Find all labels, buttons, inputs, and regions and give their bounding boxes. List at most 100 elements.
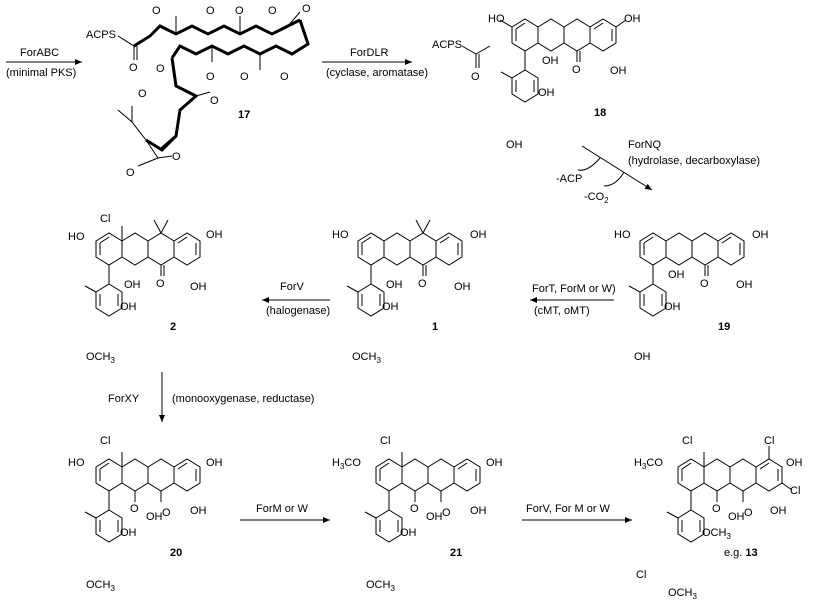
svg-text:HO: HO bbox=[68, 457, 85, 469]
svg-text:OH: OH bbox=[668, 269, 685, 281]
svg-text:OH: OH bbox=[736, 279, 753, 291]
svg-text:OH: OH bbox=[634, 351, 651, 363]
svg-text:OH: OH bbox=[400, 527, 417, 539]
svg-text:O: O bbox=[138, 88, 147, 100]
och3-13b: OCH3 bbox=[668, 587, 697, 601]
och3-21: OCH3 bbox=[366, 579, 395, 593]
step-forv: ForV (halogenase) bbox=[262, 281, 330, 317]
svg-text:O: O bbox=[156, 278, 165, 290]
svg-text:O: O bbox=[471, 71, 480, 83]
svg-text:OH: OH bbox=[664, 301, 681, 313]
svg-text:O: O bbox=[572, 64, 581, 76]
svg-text:OH: OH bbox=[386, 279, 403, 291]
svg-text:O: O bbox=[442, 507, 451, 519]
compound-18-structure: O bbox=[499, 18, 627, 103]
svg-text:Cl: Cl bbox=[636, 569, 646, 581]
svg-text:O: O bbox=[162, 507, 171, 519]
svg-text:OH: OH bbox=[470, 229, 487, 241]
svg-text:HO: HO bbox=[332, 229, 349, 241]
compound-2-structure: O bbox=[84, 219, 201, 317]
svg-text:HO: HO bbox=[614, 229, 631, 241]
enzyme-forv: ForV bbox=[280, 281, 305, 293]
svg-text:O: O bbox=[280, 71, 289, 83]
svg-text:O: O bbox=[744, 507, 753, 519]
step-fordlr: ForDLR (cyclase, aromatase) bbox=[322, 47, 428, 79]
svg-text:OH: OH bbox=[610, 65, 627, 77]
svg-text:OH: OH bbox=[190, 505, 207, 517]
svg-text:OH: OH bbox=[124, 279, 141, 291]
enzyme-forxy: ForXY bbox=[108, 393, 140, 405]
svg-text:O: O bbox=[410, 503, 419, 515]
compound-21-number: 21 bbox=[450, 547, 462, 559]
svg-text:OH: OH bbox=[542, 55, 559, 67]
h3co-21: H3CO bbox=[332, 457, 361, 471]
compound-21-structure bbox=[364, 452, 481, 543]
svg-text:HO: HO bbox=[488, 13, 505, 25]
step-form: ForM or W bbox=[240, 503, 330, 523]
svg-text:Cl: Cl bbox=[764, 435, 774, 447]
enzyme-fort: ForT, ForM or W) bbox=[532, 283, 616, 295]
svg-text:OH: OH bbox=[470, 505, 487, 517]
compound-18-number: 18 bbox=[594, 107, 606, 119]
svg-text:OH: OH bbox=[454, 281, 471, 293]
svg-text:OH: OH bbox=[486, 457, 503, 469]
enzyme-forv-form: ForV, For M or W bbox=[526, 503, 611, 515]
svg-text:O: O bbox=[302, 3, 311, 15]
enzyme-fordlr: ForDLR bbox=[350, 47, 389, 59]
svg-text:OH: OH bbox=[120, 301, 137, 313]
svg-text:Cl: Cl bbox=[682, 435, 692, 447]
svg-text:OH: OH bbox=[770, 505, 787, 517]
svg-text:O: O bbox=[268, 5, 277, 17]
enzyme-form: ForM or W bbox=[256, 503, 309, 515]
svg-text:O: O bbox=[129, 62, 138, 74]
compound-17-structure: ACPS O O O O O O O O O O O O O O 17 bbox=[86, 3, 311, 179]
svg-text:OH: OH bbox=[506, 139, 523, 151]
svg-text:Cl: Cl bbox=[100, 213, 110, 225]
svg-text:Cl: Cl bbox=[100, 435, 110, 447]
svg-text:O: O bbox=[240, 71, 249, 83]
svg-text:O: O bbox=[418, 278, 427, 290]
svg-text:O: O bbox=[712, 503, 721, 515]
och3-13a: OCH3 bbox=[702, 527, 731, 541]
svg-text:OH: OH bbox=[786, 457, 803, 469]
compound-2-number: 2 bbox=[170, 321, 176, 333]
svg-text:OH: OH bbox=[206, 229, 223, 241]
h3co-13: H3CO bbox=[634, 457, 663, 471]
role-fordlr: (cyclase, aromatase) bbox=[326, 67, 428, 79]
compound-19-number: 19 bbox=[718, 321, 730, 333]
role-fort: (cMT, oMT) bbox=[534, 305, 590, 317]
compound-17-number: 17 bbox=[238, 109, 250, 121]
acps-label: ACPS bbox=[86, 29, 116, 41]
compound-1-structure: O bbox=[346, 219, 463, 317]
svg-text:Cl: Cl bbox=[790, 485, 800, 497]
och3-2: OCH3 bbox=[86, 351, 115, 365]
step-fornq: ForNQ (hydrolase, decarboxylase) -ACP -C… bbox=[556, 139, 760, 205]
role-forv: (halogenase) bbox=[266, 305, 330, 317]
svg-text:O: O bbox=[700, 278, 709, 290]
step-forabc: ForABC (minimal PKS) bbox=[6, 47, 82, 79]
svg-text:OH: OH bbox=[752, 229, 769, 241]
step-forxy: ForXY (monooxygenase, reductase) bbox=[108, 372, 314, 422]
svg-text:O: O bbox=[206, 5, 215, 17]
step-forv-form: ForV, For M or W bbox=[522, 503, 632, 523]
svg-text:OH: OH bbox=[206, 457, 223, 469]
compound-13-number: e.g. 13 bbox=[724, 547, 758, 559]
svg-text:O: O bbox=[130, 503, 139, 515]
enzyme-forabc: ForABC bbox=[20, 47, 59, 59]
och3-1: OCH3 bbox=[352, 351, 381, 365]
svg-text:OH: OH bbox=[728, 511, 745, 523]
svg-text:O: O bbox=[126, 167, 135, 179]
compound-20-structure bbox=[84, 452, 201, 543]
compound-20-number: 20 bbox=[170, 547, 182, 559]
role-forabc: (minimal PKS) bbox=[6, 67, 76, 79]
acps-18: ACPS bbox=[432, 39, 462, 51]
svg-text:O: O bbox=[152, 5, 161, 17]
role-forxy: (monooxygenase, reductase) bbox=[172, 393, 314, 405]
svg-text:O: O bbox=[172, 151, 181, 163]
compound-19-structure: O bbox=[628, 232, 745, 317]
svg-text:O: O bbox=[210, 95, 219, 107]
svg-text:OH: OH bbox=[382, 301, 399, 313]
svg-text:OH: OH bbox=[624, 13, 641, 25]
svg-text:O: O bbox=[235, 5, 244, 17]
